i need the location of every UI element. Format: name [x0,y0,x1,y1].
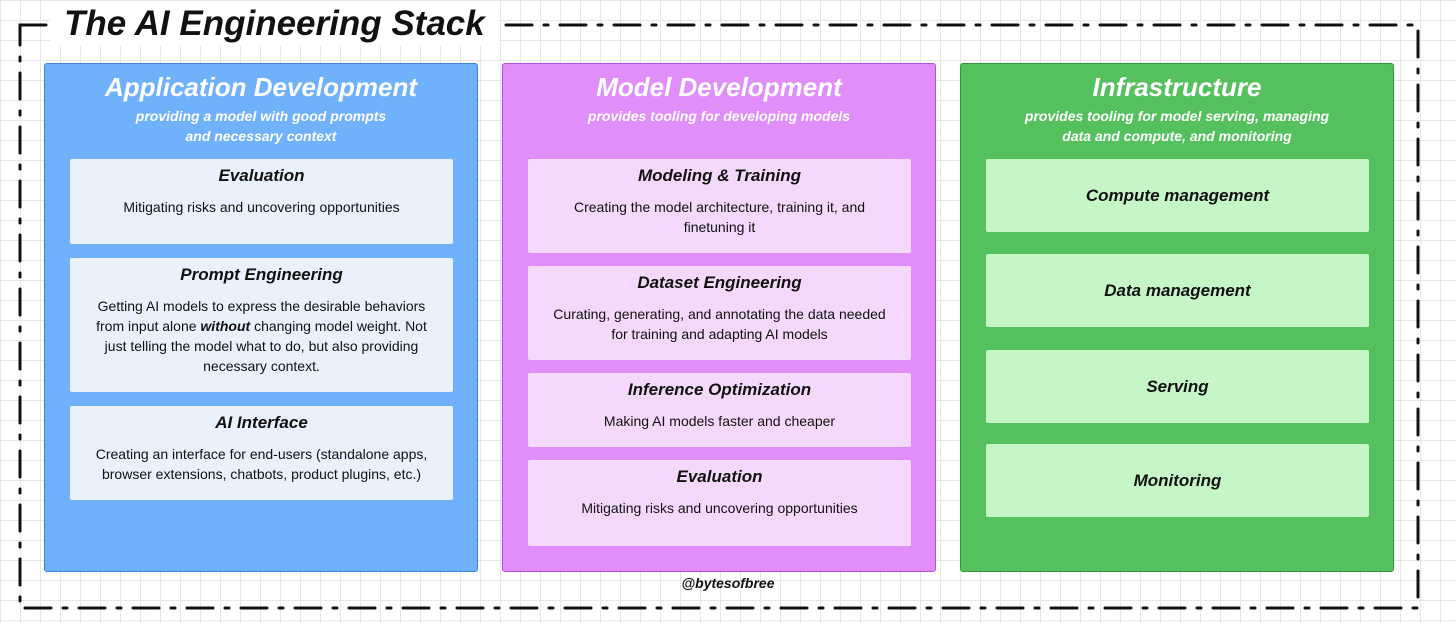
card-prompt-engineering: Prompt Engineering Getting AI models to … [70,258,453,392]
subtitle-line: and necessary context [185,128,337,144]
emphasis-without: without [200,318,251,334]
card-title: Prompt Engineering [180,265,343,284]
card-title: Evaluation [676,467,763,486]
card-data-management: Data management [986,254,1369,327]
card-description: Making AI models faster and cheaper [603,413,836,429]
application-development-subtitle: providing a model with good prompts and … [45,106,477,146]
infrastructure-title: Infrastructure [1092,72,1262,102]
desc-line: for training and adapting AI models [611,326,828,342]
application-development-title: Application Development [104,72,418,102]
card-ai-interface: AI Interface Creating an interface for e… [70,406,453,500]
subtitle-line: provides tooling for model serving, mana… [1024,108,1330,124]
card-title: Dataset Engineering [637,273,802,292]
desc-line: Creating an interface for end-users (sta… [95,446,428,462]
card-title: Serving [1146,376,1209,396]
subtitle-line: data and compute, and monitoring [1062,128,1292,144]
card-title: Inference Optimization [627,380,812,399]
card-title: Modeling & Training [637,166,802,185]
application-development-column: Application Development providing a mode… [44,63,478,572]
desc-line: just telling the model what to do, but a… [104,338,419,354]
card-title: Compute management [1085,185,1270,205]
card-description: Getting AI models to express the desirab… [70,296,453,376]
author-credit: @bytesofbree [681,575,775,591]
desc-line: Curating, generating, and annotating the… [553,306,886,322]
desc-line: browser extensions, chatbots, product pl… [101,466,422,482]
card-dataset-engineering: Dataset Engineering Curating, generating… [528,266,911,360]
desc-line: Creating the model architecture, trainin… [573,199,866,215]
card-model-evaluation: Evaluation Mitigating risks and uncoveri… [528,460,911,546]
card-description: Creating an interface for end-users (sta… [70,444,453,484]
card-compute-management: Compute management [986,159,1369,232]
card-description: Curating, generating, and annotating the… [528,304,911,344]
model-development-column: Model Development provides tooling for d… [502,63,936,572]
card-title: Data management [1104,280,1251,300]
model-development-title: Model Development [596,72,842,102]
card-monitoring: Monitoring [986,444,1369,517]
infrastructure-subtitle: provides tooling for model serving, mana… [961,106,1393,146]
desc-line: necessary context. [203,358,320,374]
card-title: Evaluation [218,166,305,185]
desc-line: finetuning it [683,219,756,235]
diagram-title: The AI Engineering Stack [50,2,499,46]
desc-line: Getting AI models to express the desirab… [97,298,426,314]
model-development-subtitle: provides tooling for developing models [587,108,851,124]
desc-segment: changing model weight. Not [250,318,427,334]
card-modeling-training: Modeling & Training Creating the model a… [528,159,911,253]
card-inference-optimization: Inference Optimization Making AI models … [528,373,911,447]
desc-segment: from input alone [96,318,201,334]
subtitle-line: providing a model with good prompts [135,108,387,124]
desc-line: from input alone without changing model … [82,316,441,336]
card-title: Monitoring [1133,470,1222,490]
infrastructure-column: Infrastructure provides tooling for mode… [960,63,1394,572]
card-app-evaluation: Evaluation Mitigating risks and uncoveri… [70,159,453,244]
card-serving: Serving [986,350,1369,423]
card-description: Mitigating risks and uncovering opportun… [123,199,400,215]
card-title: AI Interface [215,413,308,432]
card-description: Mitigating risks and uncovering opportun… [581,500,858,516]
card-description: Creating the model architecture, trainin… [528,197,911,237]
